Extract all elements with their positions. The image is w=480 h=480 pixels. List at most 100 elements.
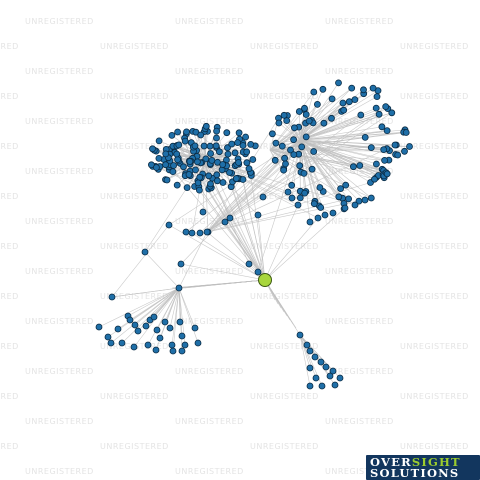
graph-node: [326, 372, 334, 380]
watermark-text: UNREGISTERED: [100, 292, 169, 301]
graph-node: [351, 96, 359, 103]
watermark-text: UNREGISTERED: [25, 267, 94, 276]
graph-node: [224, 150, 232, 158]
watermark-text: UNREGISTERED: [0, 392, 19, 401]
graph-node: [294, 201, 302, 209]
graph-node: [192, 166, 199, 174]
graph-node: [278, 142, 286, 150]
graph-node: [296, 194, 304, 202]
graph-hub-node: [203, 228, 211, 236]
graph-node: [316, 184, 324, 191]
graph-node: [288, 194, 296, 202]
watermark-text: UNREGISTERED: [25, 17, 94, 26]
watermark-text: UNREGISTERED: [175, 167, 244, 176]
graph-edge: [206, 163, 286, 233]
graph-node: [235, 129, 243, 137]
watermark-text: UNREGISTERED: [250, 342, 319, 351]
watermark-text: UNREGISTERED: [175, 467, 244, 476]
graph-node: [401, 147, 408, 155]
graph-edge: [278, 122, 301, 141]
graph-edge: [269, 149, 375, 180]
graph-node: [152, 164, 160, 171]
watermark-text: UNREGISTERED: [0, 292, 19, 301]
graph-edge: [180, 263, 266, 281]
graph-node: [336, 374, 344, 382]
watermark-text: UNREGISTERED: [175, 417, 244, 426]
graph-node: [310, 148, 318, 155]
graph-node: [283, 117, 291, 124]
watermark-text: UNREGISTERED: [100, 242, 169, 251]
graph-node: [242, 133, 250, 141]
watermark-text: UNREGISTERED: [325, 267, 394, 276]
graph-node: [329, 209, 337, 217]
watermark-text: UNREGISTERED: [25, 317, 94, 326]
graph-node: [161, 318, 169, 326]
graph-node: [213, 134, 220, 142]
graph-node: [235, 159, 242, 166]
graph-node: [383, 127, 391, 135]
graph-node: [320, 119, 328, 127]
watermark-text: UNREGISTERED: [250, 92, 319, 101]
watermark-text: UNREGISTERED: [25, 67, 94, 76]
graph-node: [381, 156, 389, 164]
graph-node: [361, 133, 369, 141]
graph-node: [281, 154, 289, 162]
watermark-text: UNREGISTERED: [0, 42, 19, 51]
graph-edge: [299, 108, 388, 141]
graph-node: [288, 181, 296, 189]
graph-edge: [299, 130, 388, 141]
watermark-text: UNREGISTERED: [100, 142, 169, 151]
watermark-text: UNREGISTERED: [25, 117, 94, 126]
graph-edge: [121, 287, 180, 344]
graph-node: [118, 339, 126, 347]
graph-hub-node: [175, 284, 183, 292]
graph-node: [169, 168, 177, 176]
graph-node: [337, 185, 345, 193]
graph-node: [271, 156, 279, 164]
edge-layer: [98, 82, 410, 387]
graph-node: [152, 346, 160, 354]
watermark-text: UNREGISTERED: [100, 92, 169, 101]
watermark-text: UNREGISTERED: [175, 217, 244, 226]
graph-edge: [184, 279, 266, 289]
graph-node: [280, 111, 288, 119]
graph-node: [306, 364, 314, 372]
watermark-text: UNREGISTERED: [0, 142, 19, 151]
watermark-text: UNREGISTERED: [325, 17, 394, 26]
graph-edge: [98, 287, 180, 328]
graph-edge: [178, 287, 196, 329]
graph-edge: [264, 204, 299, 281]
graph-node: [314, 214, 322, 222]
logo-line-1: OVERSIGHT: [370, 456, 461, 468]
graph-node: [341, 204, 349, 212]
watermark-text: UNREGISTERED: [400, 192, 469, 201]
graph-node: [141, 248, 149, 256]
watermark-text: UNREGISTERED: [25, 217, 94, 226]
watermark-text: UNREGISTERED: [25, 467, 94, 476]
watermark-text: UNREGISTERED: [0, 92, 19, 101]
graph-node: [175, 141, 183, 149]
graph-edge: [169, 287, 180, 329]
graph-node: [239, 142, 247, 149]
graph-node: [163, 176, 171, 184]
watermark-text: UNREGISTERED: [175, 17, 244, 26]
graph-node: [249, 156, 257, 163]
graph-node: [335, 193, 343, 201]
graph-edge: [206, 200, 360, 233]
graph-node: [373, 93, 381, 100]
graph-edge: [257, 139, 301, 273]
graph-node: [174, 156, 182, 164]
graph-node: [312, 374, 320, 382]
logo-sight-text: SIGHT: [411, 455, 461, 469]
graph-node: [349, 163, 357, 171]
graph-node: [150, 313, 158, 321]
graph-edge: [206, 148, 388, 233]
graph-node: [176, 318, 184, 326]
graph-edge: [299, 139, 360, 166]
graph-node: [303, 341, 311, 349]
graph-node: [300, 169, 308, 177]
graph-edge: [264, 207, 346, 281]
graph-node: [367, 144, 375, 152]
graph-node: [372, 104, 380, 112]
graph-node: [345, 98, 353, 106]
